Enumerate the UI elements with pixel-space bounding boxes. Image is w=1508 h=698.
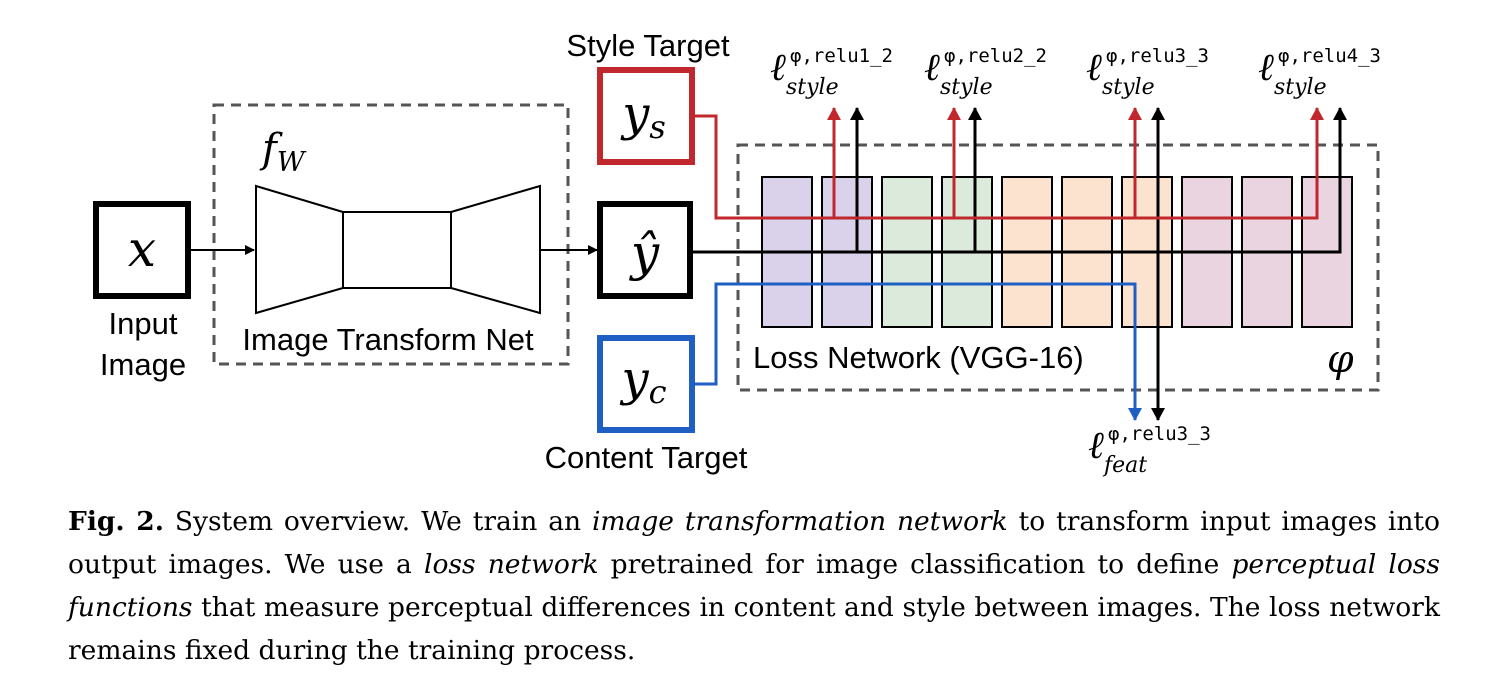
transform-net-region	[212, 103, 570, 366]
output-image-box	[597, 201, 693, 299]
svg-text:ℓ: ℓ	[1258, 45, 1274, 89]
svg-text:style: style	[1274, 75, 1327, 100]
input-caption-line1: Input	[109, 306, 178, 341]
input-image-box	[93, 201, 191, 299]
svg-text:φ,relu3_3: φ,relu3_3	[1106, 45, 1209, 67]
encoder-trapezoid	[255, 184, 344, 315]
style-feature-path	[692, 107, 1324, 220]
caption-text-3: pretrained for image classification to d…	[598, 549, 1232, 580]
loss-feat-relu3-label: ℓ φ,relu3_3 feat	[1088, 423, 1211, 478]
svg-text:style: style	[1102, 75, 1155, 100]
output-image-symbol: ŷ	[629, 224, 660, 282]
loss-network-label: Loss Network (VGG-16)	[753, 340, 1084, 375]
style-target-title: Style Target	[566, 28, 730, 63]
svg-text:φ,relu2_2: φ,relu2_2	[944, 45, 1047, 67]
content-target-symbol: yc	[619, 351, 666, 411]
caption-emph-1: image transformation network	[591, 506, 1008, 537]
style-target-symbol: ys	[620, 86, 666, 146]
style-target-box	[597, 67, 695, 165]
loss-style-relu4-label: ℓ φ,relu4_3 style	[1258, 45, 1381, 100]
svg-text:φ,relu1_2: φ,relu1_2	[790, 45, 893, 67]
svg-text:φ,relu3_3: φ,relu3_3	[1108, 423, 1211, 445]
loss-style-relu1-label: ℓ φ,relu1_2 style	[770, 45, 893, 100]
content-feature-path	[692, 282, 1142, 421]
caption-emph-3: perceptual loss functions	[68, 549, 1440, 623]
figure-label: Fig. 2.	[68, 506, 164, 537]
svg-text:style: style	[786, 75, 839, 100]
system-overview-diagram: fW Image Transform Net x Input Image ŷ S…	[93, 28, 1381, 478]
caption-text-1: System overview. We train an	[163, 506, 592, 537]
caption-text-4: that measure perceptual differences in c…	[68, 592, 1440, 666]
svg-text:ℓ: ℓ	[1088, 423, 1104, 467]
loss-network-symbol: φ	[1327, 337, 1354, 381]
svg-text:ℓ: ℓ	[770, 45, 786, 89]
caption-emph-2: loss network	[423, 549, 599, 580]
input-caption-line2: Image	[100, 347, 186, 382]
svg-text:style: style	[940, 75, 993, 100]
svg-text:feat: feat	[1102, 453, 1147, 478]
transform-net-label: Image Transform Net	[242, 322, 534, 357]
svg-text:φ,relu4_3: φ,relu4_3	[1278, 45, 1381, 67]
svg-text:ℓ: ℓ	[1086, 45, 1102, 89]
content-target-title: Content Target	[545, 440, 748, 475]
loss-style-relu3-label: ℓ φ,relu3_3 style	[1086, 45, 1209, 100]
svg-text:ℓ: ℓ	[924, 45, 940, 89]
decoder-trapezoid	[450, 184, 541, 315]
output-feature-path	[690, 107, 1347, 254]
figure-caption: Fig. 2. System overview. We train an ima…	[68, 500, 1440, 672]
input-image-symbol: x	[128, 220, 156, 278]
caption-text-2: to transform input images into output im…	[68, 506, 1440, 580]
loss-style-relu2-label: ℓ φ,relu2_2 style	[924, 45, 1047, 100]
transform-net-symbol: fW	[259, 126, 307, 178]
bottleneck-block	[342, 211, 452, 289]
